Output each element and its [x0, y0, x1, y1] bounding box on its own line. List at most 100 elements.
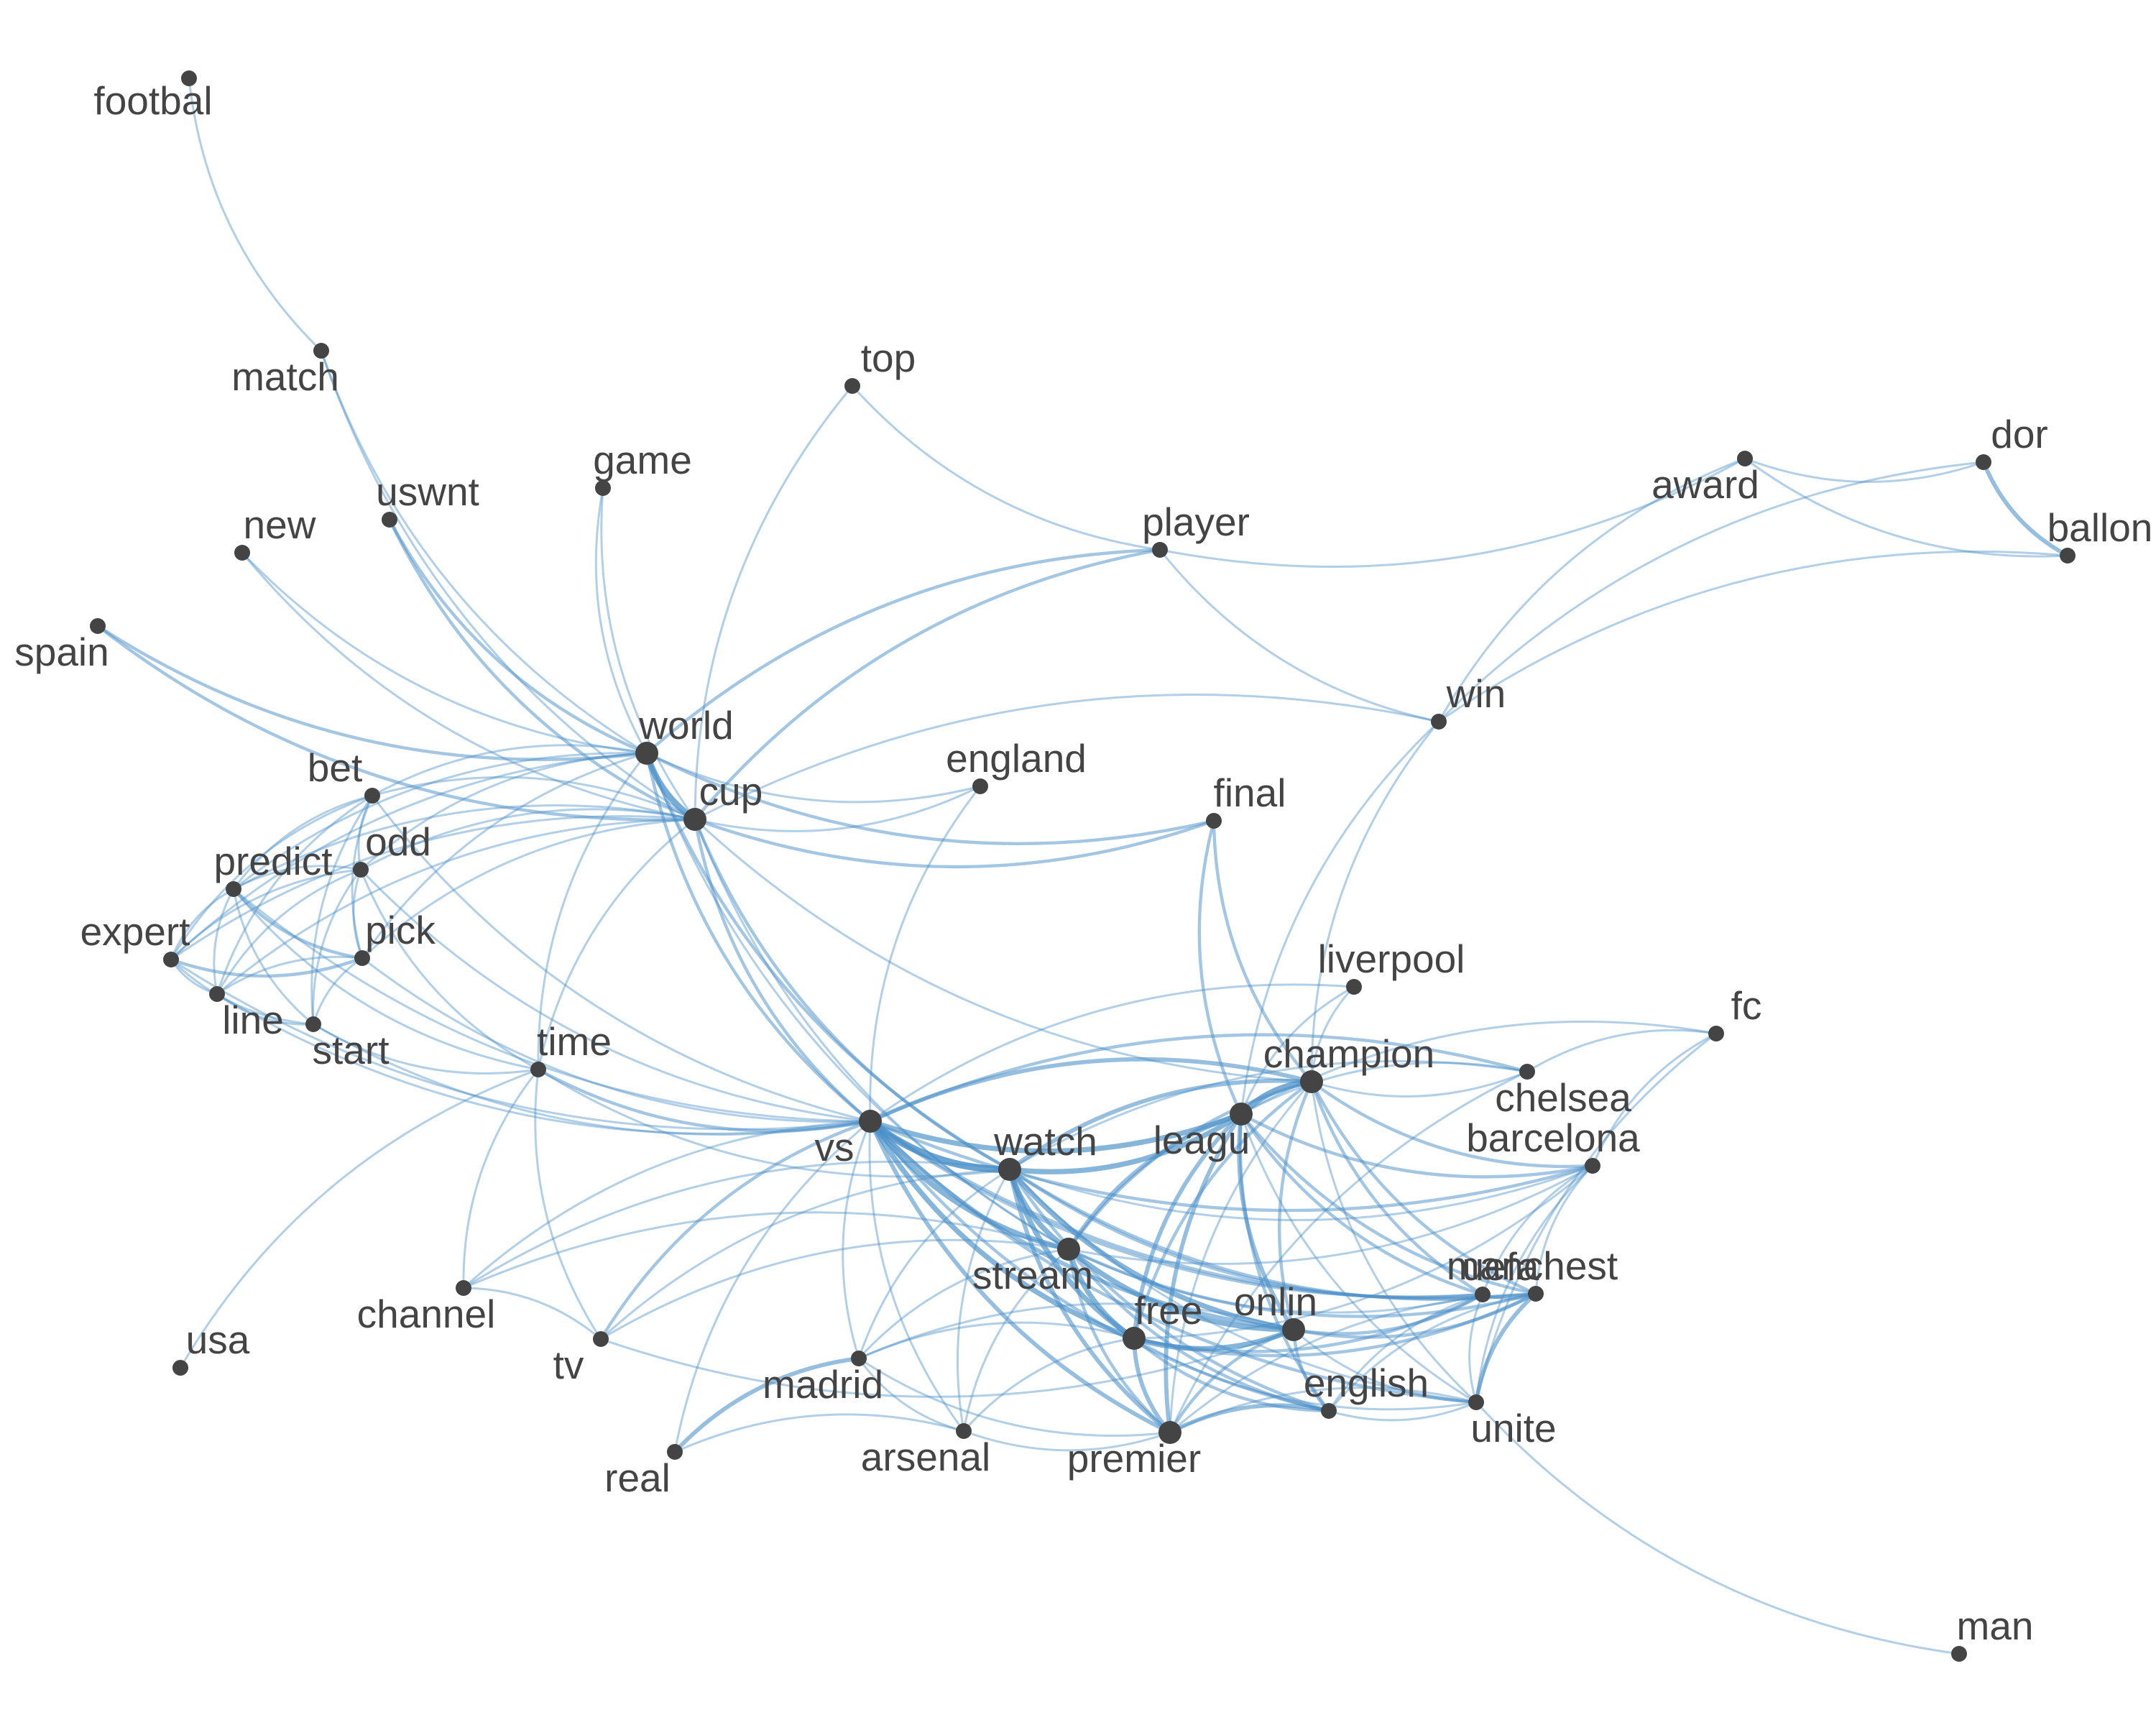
node-world [635, 742, 658, 765]
edge-tv-onlin [599, 1328, 1295, 1398]
node-unite [1468, 1394, 1484, 1410]
edge-madrid-real [673, 1356, 861, 1454]
edge-uefa-english [1327, 1293, 1484, 1412]
edge-footbal-match [188, 77, 323, 352]
edge-cup-final [693, 817, 1216, 869]
edge-match-cup [320, 349, 696, 821]
edge-english-unite [1327, 1401, 1478, 1422]
edge-fc-chelsea [1526, 1029, 1718, 1073]
edge-spain-cup [96, 624, 697, 822]
edge-champion-barcelona [1309, 1080, 1595, 1169]
edge-stream-arsenal [962, 1248, 1070, 1432]
label-new: new [244, 502, 316, 547]
edge-vs-premier [868, 1119, 1172, 1435]
node-stream [1057, 1238, 1080, 1261]
edge-champion-chelsea [1310, 1070, 1529, 1098]
label-leagu: leagu [1153, 1118, 1250, 1162]
node-line [209, 986, 225, 1002]
edge-leagu-free [1132, 1112, 1243, 1340]
edge-england-vs [869, 785, 982, 1123]
edge-barcelona-manchest [1534, 1164, 1594, 1295]
edge-player-cup [693, 548, 1162, 822]
edge-free-barcelona [1133, 1164, 1594, 1340]
label-line: line [222, 998, 284, 1042]
edge-world-time [537, 752, 648, 1071]
label-usa: usa [186, 1317, 250, 1362]
edge-bet-expert [170, 794, 374, 961]
edge-fc-barcelona [1591, 1032, 1718, 1167]
node-premier [1158, 1421, 1181, 1444]
edge-vs-english [868, 1119, 1331, 1413]
node-tv [593, 1331, 609, 1347]
edge-madrid-premier [857, 1357, 1171, 1437]
edge-dor-ballon [1981, 460, 2070, 558]
label-predict: predict [213, 839, 332, 883]
edge-stream-english [1067, 1247, 1331, 1413]
node-spain [90, 618, 106, 634]
label-arsenal: arsenal [861, 1435, 990, 1479]
edge-watch-uefa [1008, 1167, 1485, 1300]
edge-free-arsenal [962, 1337, 1135, 1432]
edge-leagu-stream [1067, 1112, 1243, 1251]
edge-cup-time [537, 818, 696, 1071]
edge-world-vs [645, 751, 872, 1123]
node-england [972, 778, 988, 794]
edge-leagu-uefa [1239, 1112, 1485, 1297]
edge-top-player [851, 385, 1161, 551]
edge-game-world [594, 487, 648, 755]
edge-vs-channel [462, 1120, 872, 1289]
node-chelsea [1519, 1064, 1535, 1080]
edge-ballon-win [1437, 550, 2069, 723]
edge-spain-world [96, 624, 649, 761]
edge-cup-predict [232, 804, 696, 891]
edge-vs-tv [599, 1119, 872, 1341]
label-match: match [231, 354, 339, 399]
nodes-layer [90, 70, 2076, 1662]
edge-stream-onlin [1066, 1246, 1296, 1333]
label-manchest: manchest [1447, 1243, 1618, 1288]
node-barcelona [1585, 1158, 1600, 1174]
edge-watch-unite [1008, 1168, 1478, 1404]
edge-free-unite [1133, 1337, 1478, 1411]
edge-watch-barcelona [1008, 1164, 1594, 1221]
label-stream: stream [972, 1253, 1093, 1297]
edge-unite-premier [1169, 1386, 1478, 1434]
edge-final-leagu [1197, 819, 1243, 1116]
label-cup: cup [699, 769, 763, 814]
edge-watch-premier [1008, 1167, 1172, 1435]
edge-barcelona-uefa [1481, 1164, 1594, 1296]
edge-pick-vs [361, 957, 872, 1123]
edge-predict-line [213, 888, 235, 995]
label-spain: spain [14, 630, 109, 674]
label-onlin: onlin [1234, 1279, 1317, 1324]
edge-champion-manchest [1309, 1080, 1538, 1296]
edge-player-win [1158, 548, 1440, 723]
node-champion [1300, 1070, 1323, 1093]
edge-world-bet [371, 744, 648, 797]
edge-award-win [1437, 457, 1746, 723]
edge-cup-expert [170, 815, 696, 961]
label-pick: pick [365, 908, 436, 952]
edge-game-cup [600, 487, 696, 821]
label-unite: unite [1470, 1406, 1556, 1450]
node-real [667, 1444, 683, 1460]
label-world: world [638, 703, 733, 748]
edge-cup-pick [361, 818, 696, 960]
label-premier: premier [1067, 1436, 1201, 1481]
edge-arsenal-real [673, 1413, 965, 1453]
node-uswnt [382, 512, 397, 528]
edge-predict-vs [232, 888, 872, 1123]
edge-leagu-manchest [1239, 1112, 1538, 1296]
node-watch [998, 1158, 1021, 1181]
edge-bet-odd [357, 794, 374, 871]
edge-onlin-uefa [1291, 1292, 1485, 1335]
edge-world-expert [170, 752, 648, 961]
edge-world-odd [359, 752, 648, 871]
node-final [1206, 813, 1222, 829]
node-top [844, 378, 860, 394]
edge-champion-premier [1169, 1080, 1313, 1434]
edge-world-predict [232, 752, 648, 891]
node-start [305, 1016, 321, 1032]
node-arsenal [956, 1423, 972, 1439]
